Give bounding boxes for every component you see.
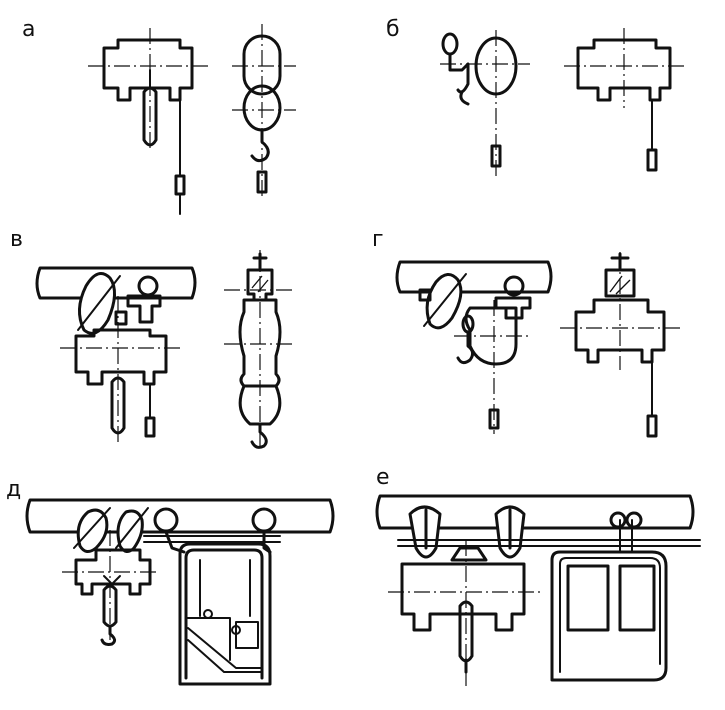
- panel-label-v: в: [10, 227, 23, 252]
- panel-a: а: [22, 17, 296, 215]
- hoist-side-view-a: [232, 24, 296, 200]
- crane-with-cab-d: [62, 507, 281, 686]
- panel-label-e: е: [376, 465, 390, 490]
- panel-g: г: [372, 227, 680, 438]
- hoist-front-view-v: [60, 272, 180, 446]
- beam-d: [25, 498, 335, 534]
- panel-v: в: [10, 227, 296, 450]
- hoist-side-view-b: [440, 30, 530, 180]
- beam-v: [35, 266, 197, 300]
- panel-label-b: б: [386, 17, 400, 42]
- panel-label-d: д: [6, 477, 21, 502]
- crane-with-cab-e: [388, 505, 701, 690]
- hoist-front-view-g: [418, 273, 532, 434]
- panel-label-g: г: [372, 227, 384, 252]
- panel-e: е: [375, 465, 701, 690]
- beam-g: [395, 260, 553, 294]
- panel-b: б: [386, 17, 686, 180]
- hoist-side-view-v: [224, 250, 296, 450]
- panel-label-a: а: [22, 17, 35, 42]
- panel-d: д: [6, 477, 335, 686]
- hoist-front-view-b: [564, 28, 686, 172]
- beam-e: [375, 494, 695, 530]
- hoist-front-view-a: [88, 28, 208, 215]
- hoist-side-view-g: [560, 252, 680, 438]
